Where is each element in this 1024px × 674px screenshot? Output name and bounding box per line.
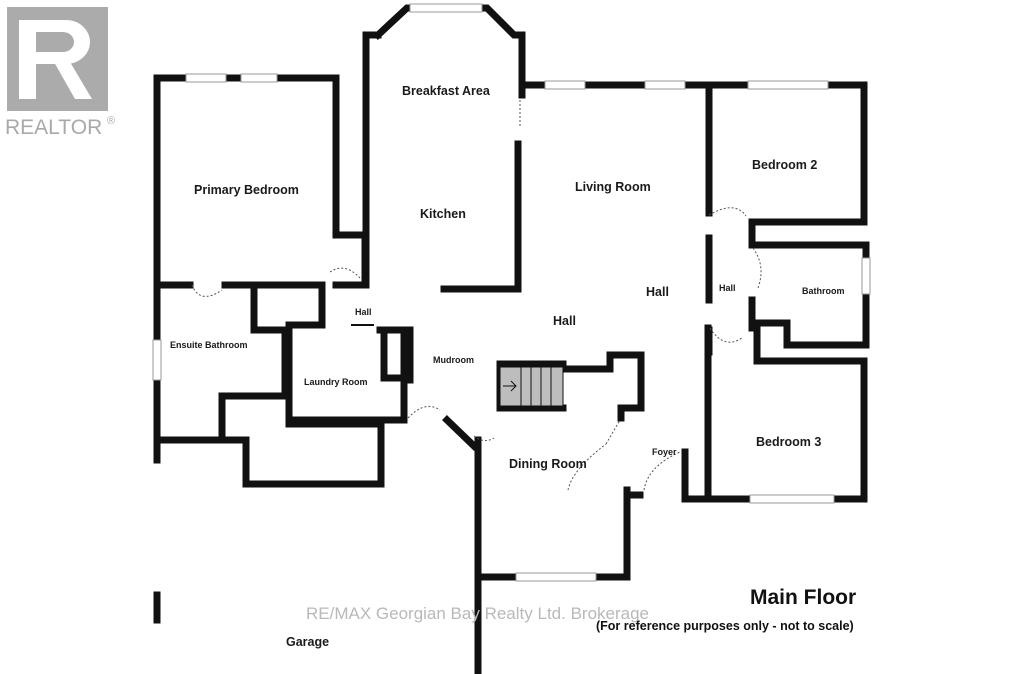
stairs — [499, 366, 564, 407]
room-bathroom: Bathroom — [802, 286, 845, 296]
stair-arrow-icon — [503, 380, 517, 392]
room-foyer: Foyer — [652, 447, 677, 457]
room-laundry-room: Laundry Room — [304, 377, 368, 387]
room-primary-bedroom: Primary Bedroom — [194, 183, 299, 197]
room-ensuite-bathroom: Ensuite Bathroom — [170, 340, 248, 350]
brokerage-watermark: RE/MAX Georgian Bay Realty Ltd. Brokerag… — [306, 604, 649, 623]
room-garage: Garage — [286, 635, 329, 649]
registered-mark-icon: ® — [107, 115, 115, 127]
windows — [152, 3, 871, 582]
realtor-wordmark: REALTOR — [5, 116, 102, 139]
room-dining-room: Dining Room — [509, 457, 587, 471]
room-bedroom-3: Bedroom 3 — [756, 435, 821, 449]
realtor-logo: REALTOR ® — [5, 7, 115, 139]
room-hall-east: Hall — [719, 283, 736, 293]
floor-title: Main Floor — [750, 586, 856, 609]
room-hall-small: Hall — [355, 307, 372, 317]
room-bedroom-2: Bedroom 2 — [752, 158, 817, 172]
room-hall-center: Hall — [553, 314, 576, 328]
room-hall-main: Hall — [646, 285, 669, 299]
room-mudroom: Mudroom — [433, 355, 474, 365]
room-living-room: Living Room — [575, 180, 651, 194]
walls — [153, 4, 870, 674]
room-breakfast-area: Breakfast Area — [402, 84, 491, 98]
room-kitchen: Kitchen — [420, 207, 466, 221]
disclaimer-text: (For reference purposes only - not to sc… — [596, 619, 854, 633]
door-swings — [191, 100, 762, 491]
realtor-r-glyph — [19, 20, 92, 99]
room-labels: Primary Bedroom Breakfast Area Kitchen L… — [170, 84, 845, 649]
